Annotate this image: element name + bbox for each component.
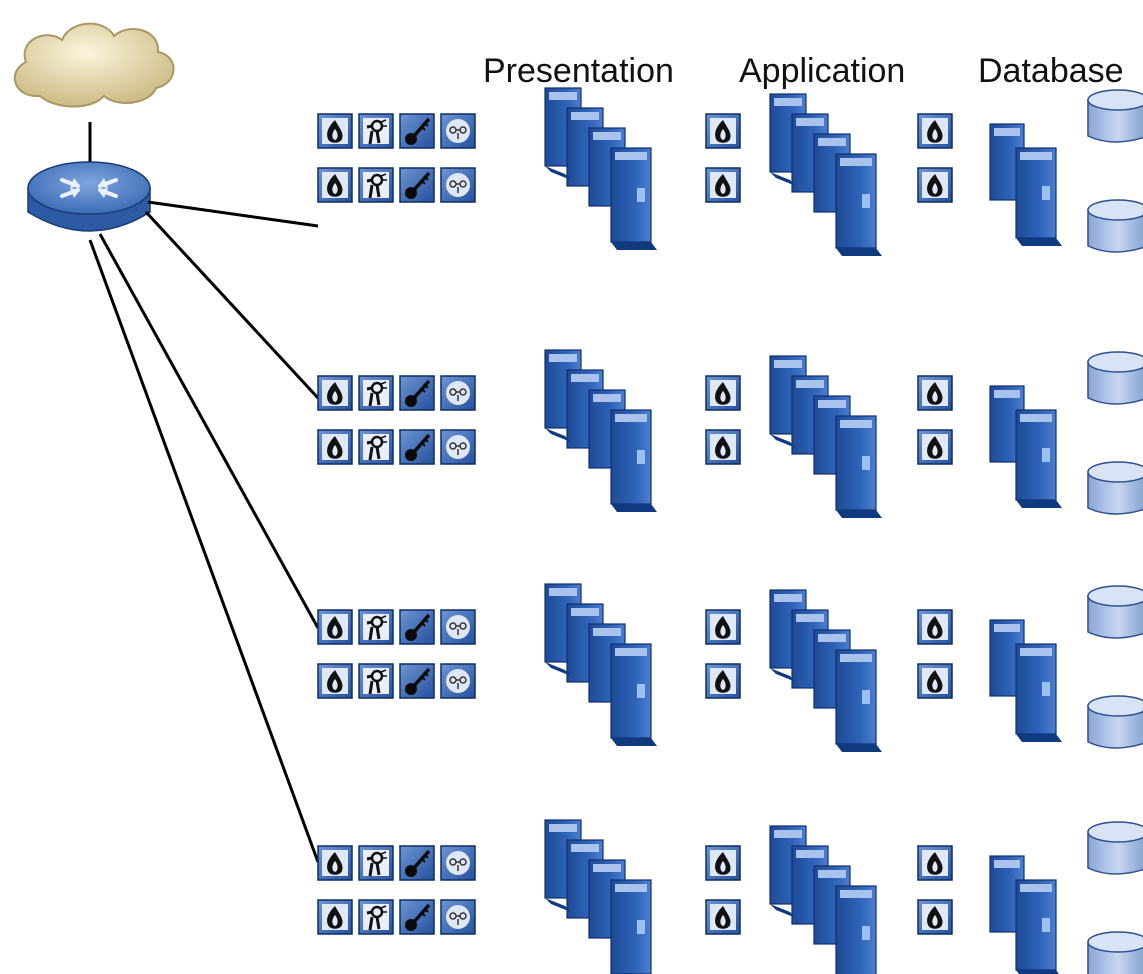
antivirus-flame-icon bbox=[317, 663, 353, 699]
db-server-icon bbox=[989, 855, 1063, 974]
cluster-3 bbox=[317, 583, 1143, 753]
cluster-4 bbox=[317, 819, 1143, 974]
server-tower-icon bbox=[544, 349, 658, 513]
antivirus-flame-icon bbox=[705, 899, 741, 935]
db-server-icon bbox=[989, 385, 1063, 509]
cloud-icon bbox=[13, 22, 175, 108]
link-cluster-2 bbox=[144, 210, 320, 400]
antivirus-flame-icon bbox=[917, 899, 953, 935]
link-cluster-1 bbox=[147, 200, 319, 228]
monitor-icon bbox=[440, 167, 476, 203]
router-icon bbox=[27, 161, 151, 232]
key-icon bbox=[398, 374, 436, 412]
cluster-2 bbox=[317, 349, 1143, 519]
database-cylinder-icon bbox=[1087, 461, 1143, 515]
antivirus-flame-icon bbox=[705, 167, 741, 203]
antivirus-flame-icon bbox=[917, 429, 953, 465]
antivirus-flame-icon bbox=[317, 375, 353, 411]
antivirus-flame-icon bbox=[917, 167, 953, 203]
key-icon bbox=[398, 662, 436, 700]
server-tower-icon bbox=[769, 355, 883, 519]
antivirus-flame-icon bbox=[317, 167, 353, 203]
database-cylinder-icon bbox=[1087, 931, 1143, 974]
intrusion-detection-icon bbox=[357, 898, 395, 936]
key-icon bbox=[398, 608, 436, 646]
monitor-icon bbox=[440, 663, 476, 699]
monitor-icon bbox=[440, 375, 476, 411]
antivirus-flame-icon bbox=[705, 113, 741, 149]
antivirus-flame-icon bbox=[917, 375, 953, 411]
column-label-database: Database bbox=[978, 52, 1124, 90]
antivirus-flame-icon bbox=[917, 113, 953, 149]
server-tower-icon bbox=[769, 589, 883, 753]
database-cylinder-icon bbox=[1087, 199, 1143, 253]
antivirus-flame-icon bbox=[705, 375, 741, 411]
antivirus-flame-icon bbox=[917, 663, 953, 699]
key-icon bbox=[398, 112, 436, 150]
antivirus-flame-icon bbox=[705, 609, 741, 645]
intrusion-detection-icon bbox=[357, 428, 395, 466]
antivirus-flame-icon bbox=[317, 899, 353, 935]
network-links bbox=[88, 200, 320, 863]
database-cylinder-icon bbox=[1087, 821, 1143, 875]
antivirus-flame-icon bbox=[705, 663, 741, 699]
cluster-1 bbox=[317, 87, 1143, 257]
link-cluster-3 bbox=[98, 233, 320, 629]
server-tower-icon bbox=[544, 819, 658, 974]
antivirus-flame-icon bbox=[317, 113, 353, 149]
database-cylinder-icon bbox=[1087, 585, 1143, 639]
key-icon bbox=[398, 844, 436, 882]
intrusion-detection-icon bbox=[357, 112, 395, 150]
column-label-application: Application bbox=[739, 52, 905, 90]
antivirus-flame-icon bbox=[705, 845, 741, 881]
key-icon bbox=[398, 428, 436, 466]
link-cluster-4 bbox=[88, 239, 320, 863]
antivirus-flame-icon bbox=[917, 845, 953, 881]
intrusion-detection-icon bbox=[357, 608, 395, 646]
key-icon bbox=[398, 166, 436, 204]
server-tower-icon bbox=[544, 87, 658, 251]
server-tower-icon bbox=[769, 825, 883, 974]
intrusion-detection-icon bbox=[357, 374, 395, 412]
server-tower-icon bbox=[769, 93, 883, 257]
intrusion-detection-icon bbox=[357, 662, 395, 700]
db-server-icon bbox=[989, 619, 1063, 743]
antivirus-flame-icon bbox=[705, 429, 741, 465]
antivirus-flame-icon bbox=[317, 429, 353, 465]
monitor-icon bbox=[440, 113, 476, 149]
monitor-icon bbox=[440, 609, 476, 645]
key-icon bbox=[398, 898, 436, 936]
db-server-icon bbox=[989, 123, 1063, 247]
intrusion-detection-icon bbox=[357, 844, 395, 882]
antivirus-flame-icon bbox=[317, 609, 353, 645]
server-tower-icon bbox=[544, 583, 658, 747]
antivirus-flame-icon bbox=[917, 609, 953, 645]
intrusion-detection-icon bbox=[357, 166, 395, 204]
database-cylinder-icon bbox=[1087, 351, 1143, 405]
database-cylinder-icon bbox=[1087, 89, 1143, 143]
monitor-icon bbox=[440, 845, 476, 881]
monitor-icon bbox=[440, 429, 476, 465]
database-cylinder-icon bbox=[1087, 695, 1143, 749]
column-label-presentation: Presentation bbox=[483, 52, 674, 90]
antivirus-flame-icon bbox=[317, 845, 353, 881]
monitor-icon bbox=[440, 899, 476, 935]
